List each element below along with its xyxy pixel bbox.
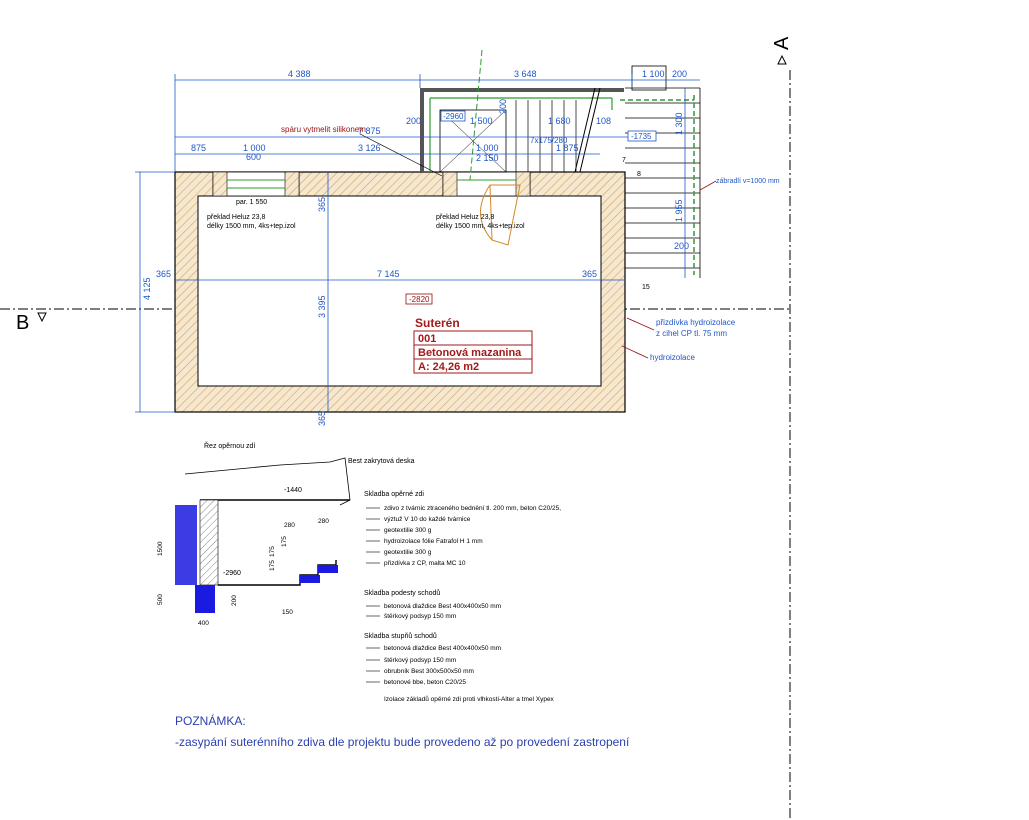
dim-7145: 7 145 [377, 269, 400, 279]
wall-detail: Řez opěrnou zdí Best zakrytová deska -14… [157, 441, 561, 703]
svg-text:-1735: -1735 [631, 132, 652, 141]
room-number: 001 [418, 333, 436, 345]
label-lintel-right-1: překlad Heluz 23,8 [436, 214, 494, 221]
section-line-a: A [771, 36, 793, 820]
section-b-label: B [16, 312, 29, 334]
svg-text:280: 280 [284, 522, 295, 529]
level-box-2960: -2960 [440, 110, 466, 122]
svg-text:výztuž V 10 do každé tvárnice: výztuž V 10 do každé tvárnice [384, 516, 471, 523]
detail-top-label: Best zakrytová deska [348, 458, 415, 465]
dim-365-top: 365 [317, 197, 327, 212]
detail-title: Řez opěrnou zdí [204, 441, 255, 450]
label-sparu: spáru vytmelit silikonem [281, 125, 366, 134]
svg-text:zdivo z tvárnic ztraceného bed: zdivo z tvárnic ztraceného bednění tl. 2… [384, 505, 561, 512]
sklad-title: Skladba opěrné zdi [364, 491, 424, 498]
note-text: -zasypání suterénního zdiva dle projektu… [175, 735, 630, 749]
svg-text:280: 280 [318, 518, 329, 525]
dim-365-right: 365 [582, 269, 597, 279]
dim-1000: 1 000 [243, 143, 266, 153]
svg-text:štěrkový podsyp 150 mm: štěrkový podsyp 150 mm [384, 613, 456, 620]
room-name: Suterén [415, 316, 460, 330]
svg-text:1500: 1500 [157, 541, 164, 556]
svg-text:hydroizolace fólie Fatrafol H: hydroizolace fólie Fatrafol H 1 mm [384, 538, 483, 545]
label-pristizka-1: přizdívka hydroizolace [656, 318, 736, 327]
dim-1300: 1 300 [674, 112, 684, 135]
svg-text:150: 150 [282, 609, 293, 616]
dim-875: 875 [191, 143, 206, 153]
dim-15: 15 [642, 284, 650, 291]
section-b-triangle [37, 312, 47, 323]
svg-text:betonové bbe, beton C20/25: betonové bbe, beton C20/25 [384, 679, 466, 686]
label-lintel-right-2: délky 1500 mm, 4ks+tep.izol [436, 223, 525, 230]
dim-1955: 1 955 [674, 199, 684, 222]
dim-3648: 3 648 [514, 69, 537, 79]
svg-text:200: 200 [231, 595, 238, 606]
section-line-b: B [0, 308, 790, 334]
dim-200-b: 200 [498, 99, 508, 114]
dim-200-right: 200 [674, 241, 689, 251]
dim-108: 108 [596, 116, 611, 126]
label-lintel-left-1: překlad Heluz 23,8 [207, 214, 265, 221]
outer-stairs [620, 87, 701, 278]
label-par: par. 1 550 [236, 199, 267, 206]
dim-1100: 1 100 [642, 69, 665, 79]
svg-text:betonová dlaždice Best 400x400: betonová dlaždice Best 400x400x50 mm [384, 645, 501, 652]
dim-1875: 1 875 [556, 143, 579, 153]
podesta-title: Skladba podesty schodů [364, 589, 440, 597]
dim-365-bottom: 365 [317, 411, 327, 426]
step-7: 7 [622, 157, 626, 164]
svg-text:přizdívka z CP, malta MC 10: přizdívka z CP, malta MC 10 [384, 560, 466, 567]
svg-text:-2820: -2820 [409, 295, 430, 304]
dim-365-left: 365 [156, 269, 171, 279]
detail-level: -1440 [284, 487, 302, 494]
room-tag: Suterén 001 Betonová mazanina A: 24,26 m… [413, 316, 533, 374]
svg-text:175: 175 [281, 536, 288, 547]
dim-1000-b: 1 000 [476, 143, 499, 153]
dim-2150: 2 150 [476, 153, 499, 163]
section-a-triangle [777, 54, 787, 65]
dim-200-top: 200 [672, 69, 687, 79]
plan-dimensions [135, 74, 700, 413]
note-title: POZNÁMKA: [175, 714, 246, 728]
svg-text:-2960: -2960 [443, 112, 464, 121]
dim-600: 600 [246, 152, 261, 162]
dim-1680: 1 680 [548, 116, 571, 126]
detail-level-2: -2960 [223, 570, 241, 577]
window-left [212, 171, 300, 197]
step-8: 8 [637, 171, 641, 178]
dim-200-a: 200 [406, 116, 421, 126]
room-floor: Betonová mazanina [418, 347, 522, 359]
dim-4388: 4 388 [288, 69, 311, 79]
svg-text:500: 500 [157, 594, 164, 605]
svg-text:geotextilie 300 g: geotextilie 300 g [384, 549, 432, 556]
room-area: A: 24,26 m2 [418, 361, 479, 373]
section-a-label: A [771, 36, 793, 50]
label-zabradli: zábradlí v=1000 mm [716, 178, 780, 185]
stair-spec: 7x175/280 [530, 136, 568, 145]
svg-text:štěrkový podsyp 150 mm: štěrkový podsyp 150 mm [384, 657, 456, 664]
door-opening [442, 171, 531, 246]
svg-text:Izolace základů opěrné zdi pro: Izolace základů opěrné zdi proti vlhkost… [384, 695, 555, 703]
stupne-title: Skladba stupňů schodů [364, 632, 437, 640]
svg-text:400: 400 [198, 620, 209, 627]
svg-text:obrubník Best 300x500x50 mm: obrubník Best 300x500x50 mm [384, 668, 474, 675]
svg-text:175: 175 [269, 546, 276, 557]
dim-7875: 7 875 [358, 126, 381, 136]
label-pristizka-2: z cihel CP tl. 75 mm [656, 329, 727, 338]
svg-text:betonová dlaždice Best 400x400: betonová dlaždice Best 400x400x50 mm [384, 603, 501, 610]
dim-4125: 4 125 [142, 277, 152, 300]
dim-1500: 1 500 [470, 116, 493, 126]
dim-3395: 3 395 [317, 295, 327, 318]
label-lintel-left-2: délky 1500 mm, 4ks+tep.izol [207, 223, 296, 230]
dim-3126: 3 126 [358, 143, 381, 153]
level-box-1735: -1735 [627, 130, 657, 142]
svg-text:geotextilie 300 g: geotextilie 300 g [384, 527, 432, 534]
label-hydroizolace: hydroizolace [650, 353, 695, 362]
level-box-2820: -2820 [405, 293, 433, 305]
svg-text:175: 175 [269, 560, 276, 571]
